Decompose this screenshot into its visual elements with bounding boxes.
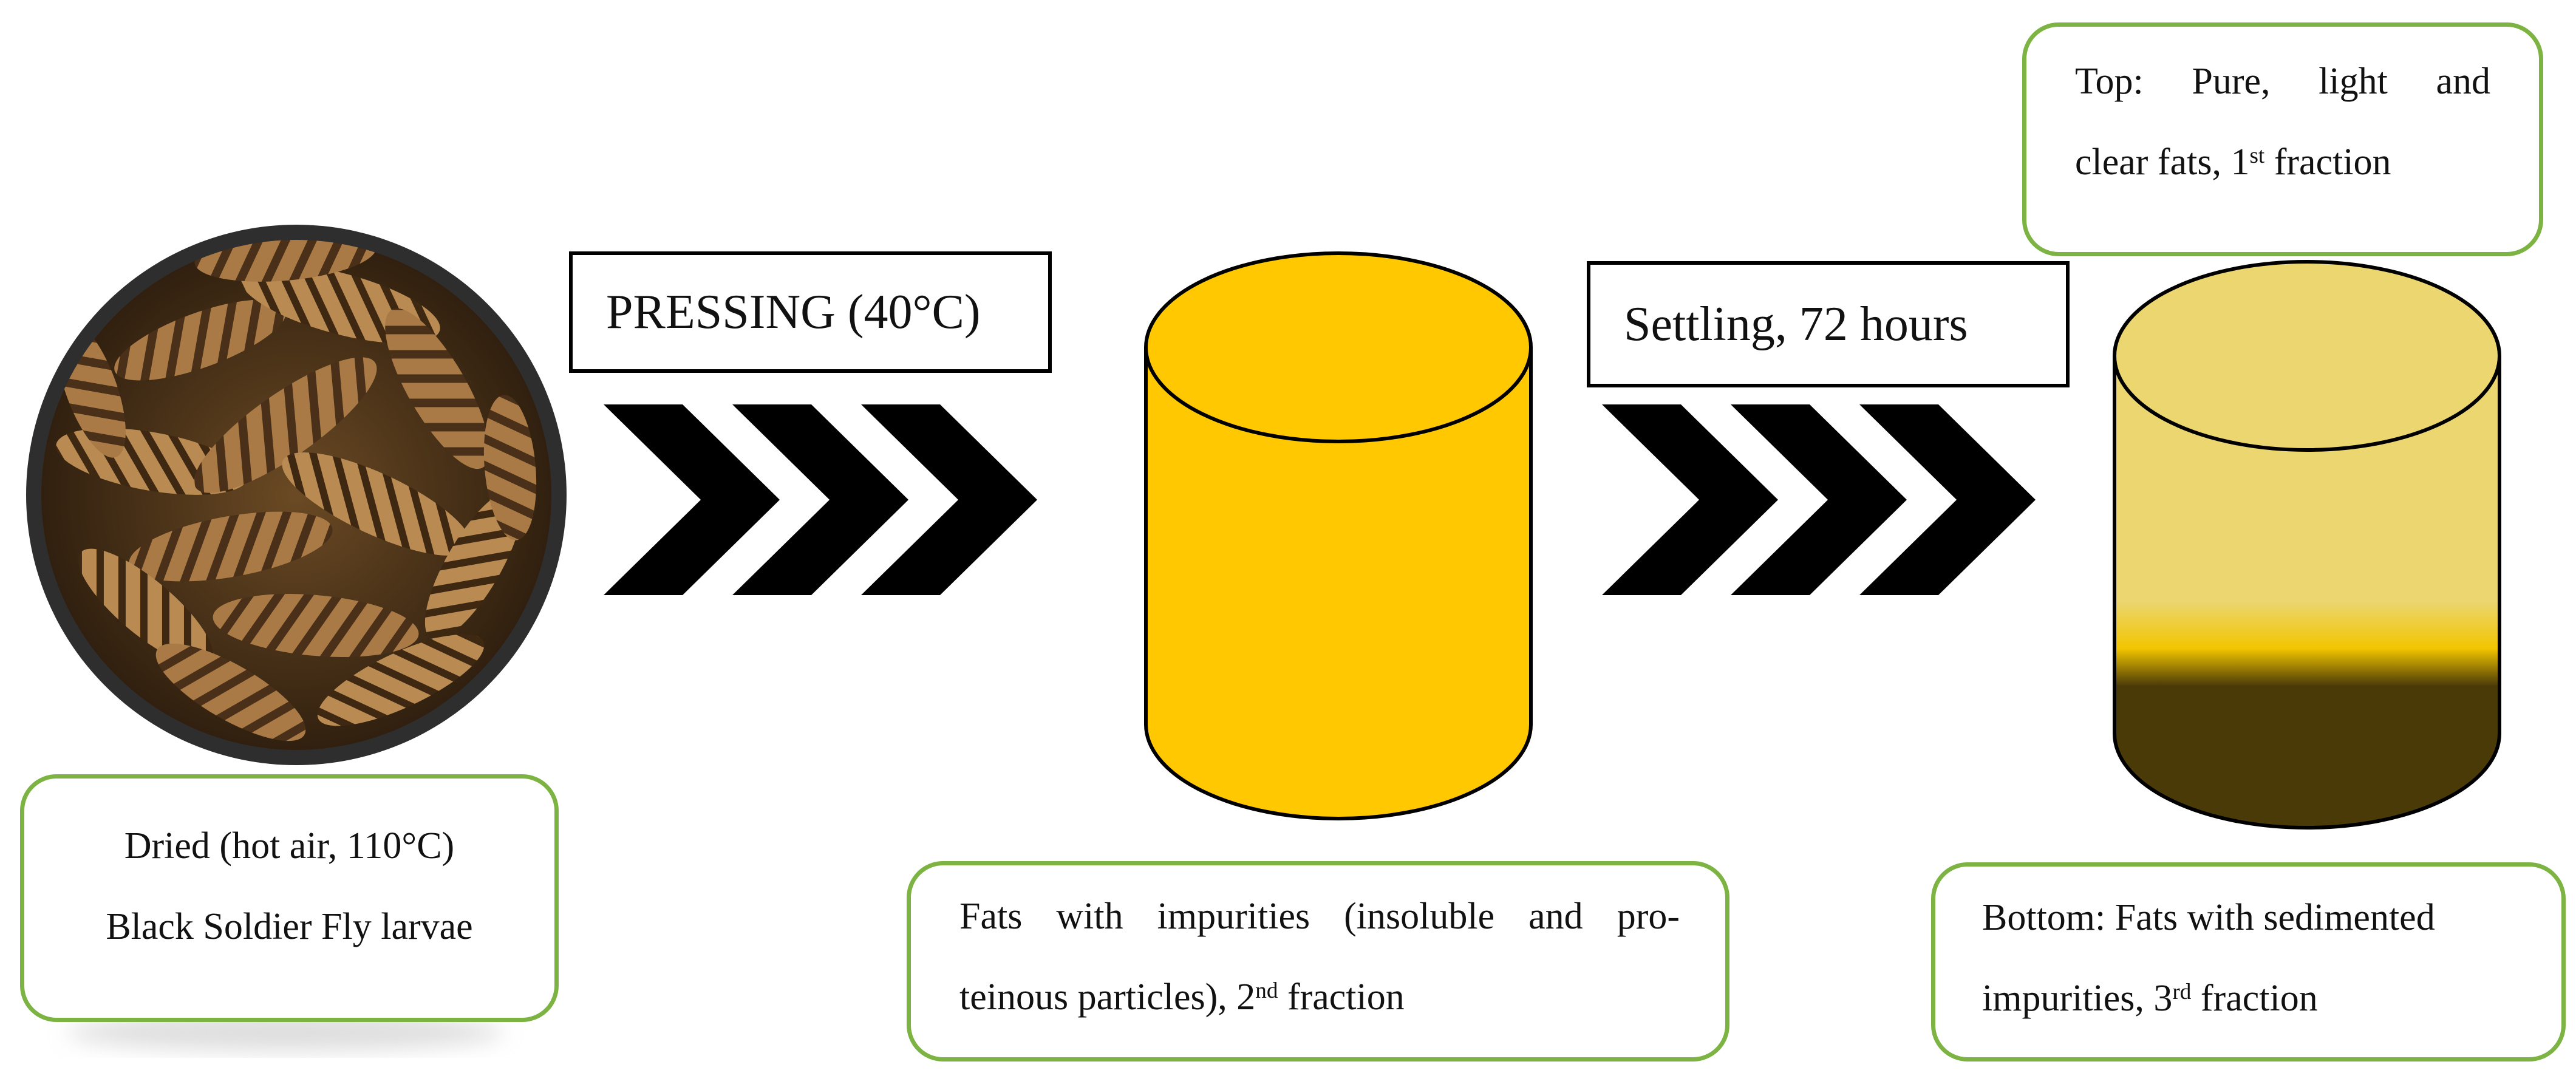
chevron-arrow-icon xyxy=(1602,404,2036,595)
larvae-note-line1: Dried (hot air, 110°C) xyxy=(124,825,455,867)
top-fraction-note-line1: Top: Pure, light and xyxy=(2075,61,2490,102)
pressing-step-text: PRESSING (40°C) xyxy=(606,285,981,339)
cylinder-icon xyxy=(2113,260,2501,830)
top-fraction-note: Top: Pure, light and clear fats, 1st fra… xyxy=(2022,22,2543,256)
bottom-fraction-note-line2: impurities, 3rd fraction xyxy=(1982,978,2318,1019)
top-fraction-note-line2: clear fats, 1st fraction xyxy=(2075,141,2391,183)
larvae-note: Dried (hot air, 110°C) Black Soldier Fly… xyxy=(20,774,559,1022)
crude-fat-note-line2: teinous particles), 2nd fraction xyxy=(959,976,1405,1018)
larvae-photo xyxy=(26,225,567,765)
crude-fat-note-line1: Fats with impurities (insoluble and pro- xyxy=(959,896,1680,937)
bottom-fraction-note-line1: Bottom: Fats with sedimented xyxy=(1982,897,2435,938)
note-shadow xyxy=(67,1014,504,1051)
cylinder-icon xyxy=(1144,251,1533,820)
chevron-arrow-icon xyxy=(604,404,1037,595)
settling-step-text: Settling, 72 hours xyxy=(1624,297,1968,351)
settling-step-label: Settling, 72 hours xyxy=(1587,261,2070,387)
crude-fat-note: Fats with impurities (insoluble and pro-… xyxy=(907,861,1729,1061)
larvae-note-line2: Black Soldier Fly larvae xyxy=(106,906,473,947)
bottom-fraction-note: Bottom: Fats with sedimented impurities,… xyxy=(1931,862,2566,1061)
pressing-step-label: PRESSING (40°C) xyxy=(569,251,1052,373)
